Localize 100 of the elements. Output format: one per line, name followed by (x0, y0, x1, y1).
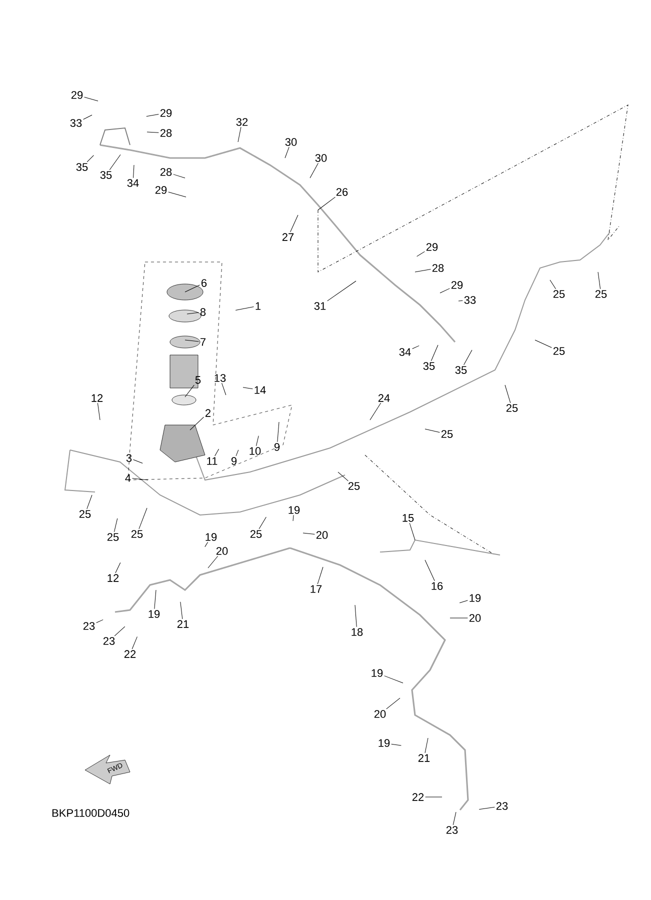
leader-line (242, 387, 253, 390)
leader-line (186, 312, 199, 314)
callout-number: 23 (103, 637, 115, 645)
callout-number: 25 (131, 530, 143, 538)
callout-number: 11 (207, 457, 218, 465)
leader-line (146, 114, 159, 117)
callout-number: 30 (315, 154, 327, 162)
leader-line (277, 422, 280, 442)
leader-line (138, 508, 148, 530)
leader-line (154, 590, 156, 610)
leader-line (391, 744, 402, 746)
leader-line (84, 96, 98, 102)
leader-line (109, 154, 121, 170)
leader-line (370, 402, 382, 420)
callout-number: 9 (231, 457, 237, 465)
leader-line (292, 514, 294, 522)
callout-number: 12 (108, 574, 119, 582)
leader-line (598, 272, 601, 290)
callout-number: 28 (160, 168, 172, 176)
leader-line (208, 556, 218, 568)
leader-line (180, 602, 183, 620)
leader-line (133, 164, 134, 178)
leader-line (310, 162, 318, 178)
leader-line (258, 516, 266, 530)
leader-line (424, 560, 435, 582)
leader-line (459, 600, 468, 604)
callout-number: 17 (310, 585, 322, 593)
callout-number: 25 (553, 290, 565, 298)
leader-line (425, 796, 442, 798)
leader-line (338, 472, 348, 482)
callout-number: 20 (216, 547, 228, 555)
leader-line (132, 478, 148, 480)
leader-line (83, 114, 92, 120)
leader-line (430, 344, 438, 362)
leader-line (424, 428, 440, 433)
callout-number: 28 (160, 129, 172, 137)
callout-number: 30 (285, 138, 297, 146)
callout-number: 27 (282, 233, 294, 241)
callout-number: 25 (441, 430, 453, 438)
leader-line (412, 345, 420, 349)
callout-number: 10 (250, 447, 261, 455)
leader-line (354, 604, 357, 628)
callout-number: 14 (254, 386, 266, 394)
callout-number: 25 (79, 510, 91, 518)
leader-line (302, 532, 315, 534)
leader-line (414, 269, 431, 272)
callout-number: 29 (155, 186, 167, 194)
leader-line (115, 562, 121, 574)
leader-line (318, 196, 336, 210)
callout-number: 19 (470, 594, 481, 602)
leader-line (86, 494, 92, 510)
leader-line (114, 518, 118, 532)
callout-number: 21 (177, 620, 189, 628)
callout-number: 7 (200, 338, 206, 346)
leader-line (96, 619, 104, 623)
callout-number: 4 (125, 474, 131, 482)
leader-line (222, 382, 226, 396)
callout-number: 9 (274, 443, 280, 451)
leader-line (409, 522, 416, 540)
leader-line (204, 542, 208, 548)
callout-number: 31 (314, 302, 326, 310)
leader-line (133, 459, 143, 464)
leader-line (327, 280, 356, 302)
callout-number: 20 (469, 614, 481, 622)
leader-line (424, 738, 428, 754)
callout-number: 32 (236, 118, 248, 126)
callout-number: 35 (423, 362, 435, 370)
leader-line (416, 251, 425, 257)
callout-number: 3 (126, 454, 132, 462)
callout-number: 35 (455, 366, 467, 374)
leader-line (190, 416, 204, 430)
callout-number: 34 (127, 179, 139, 187)
callout-number: 18 (352, 628, 363, 636)
leader-line (173, 174, 186, 178)
callout-number: 19 (148, 610, 160, 618)
leader-line (284, 146, 290, 158)
callout-number: 19 (288, 506, 300, 514)
callout-number: 33 (70, 119, 82, 127)
callout-number: 23 (83, 622, 95, 630)
callout-number: 6 (202, 279, 207, 287)
leader-line (386, 698, 400, 710)
leader-line (184, 340, 199, 342)
callout-number: 23 (496, 802, 508, 810)
callout-number: 28 (432, 264, 444, 272)
callout-number: 12 (92, 394, 103, 402)
leader-line (146, 132, 159, 133)
leader-line (86, 155, 94, 162)
callout-number: 19 (378, 739, 390, 747)
leader-line (168, 192, 186, 198)
callout-number: 25 (348, 482, 360, 490)
callout-number: 35 (76, 163, 88, 171)
leader-line (458, 300, 463, 302)
leader-line (214, 448, 220, 456)
callout-number: 22 (124, 650, 136, 658)
drawing-code: BKP1100D0450 (52, 809, 130, 817)
callout-number: 24 (378, 394, 390, 402)
callout-number: 25 (250, 530, 262, 538)
callout-number: 15 (402, 514, 414, 522)
leader-line (97, 402, 100, 420)
callout-number: 22 (412, 793, 424, 801)
